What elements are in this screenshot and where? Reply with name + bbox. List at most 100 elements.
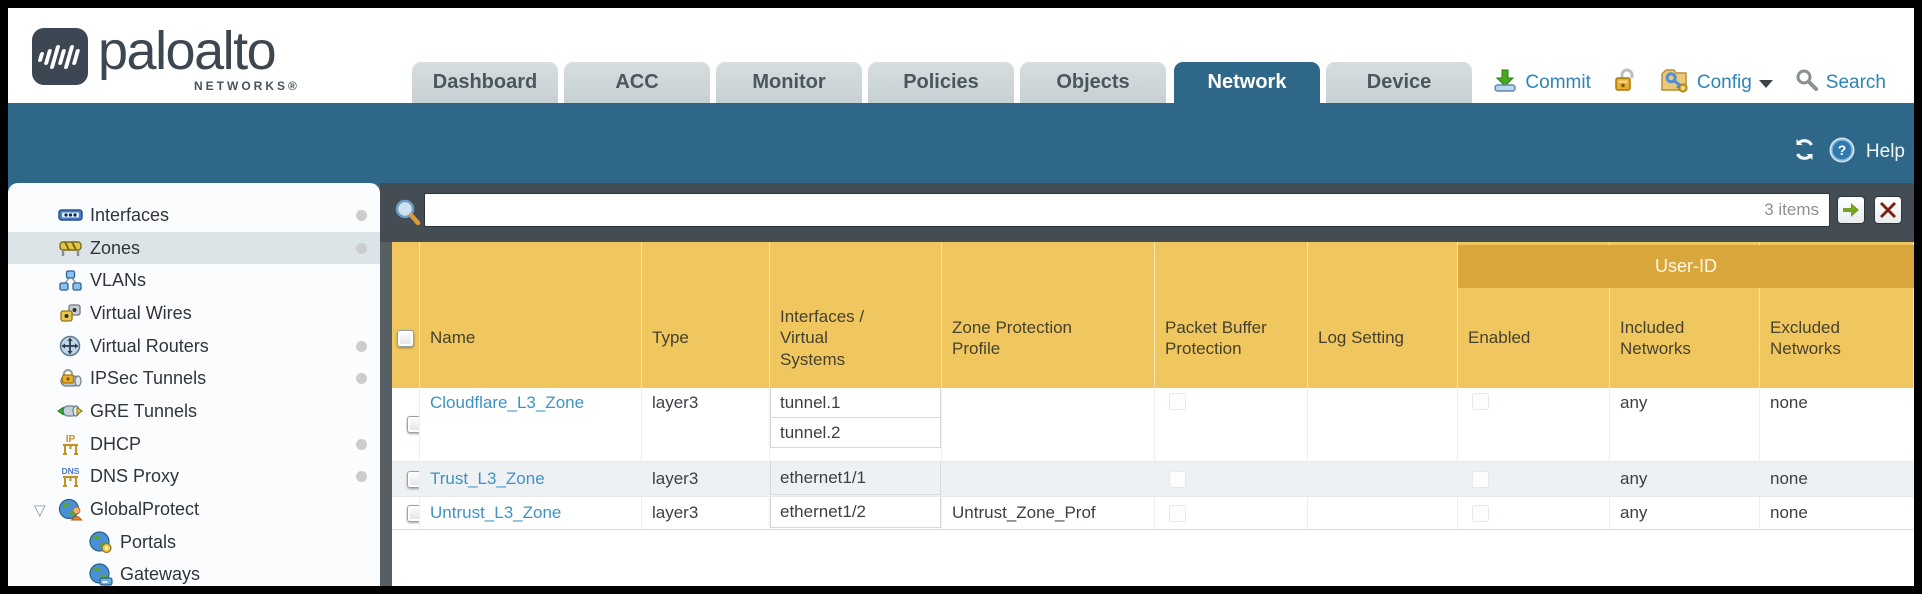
column-header-enabled[interactable]: Enabled — [1458, 242, 1610, 388]
sidebar-item-virtual-wires[interactable]: ▽ Virtual Wires — [8, 297, 380, 330]
brand-wordmark: paloalto — [98, 21, 277, 81]
zones-icon — [57, 235, 83, 261]
sidebar-item-zones[interactable]: ▽ Zones — [8, 231, 380, 265]
filter-input[interactable] — [424, 193, 1830, 227]
zone-name-link[interactable]: Untrust_L3_Zone — [430, 503, 562, 522]
column-header-included-networks[interactable]: Included Networks — [1610, 242, 1760, 388]
help-button[interactable]: Help — [1865, 141, 1905, 162]
sidebar-item-label: Gateways — [120, 564, 201, 585]
tab-objects[interactable]: Objects — [1020, 62, 1166, 103]
sidebar-item-label: DNS Proxy — [90, 466, 180, 487]
search-icon — [1795, 68, 1819, 97]
sidebar-list: ▽ Interfaces ▽ Zones ▽ VLANs ▽ Virtual W… — [8, 199, 380, 586]
packet-buffer-protection-checkbox[interactable] — [1169, 393, 1186, 410]
user-id-enabled-checkbox[interactable] — [1472, 504, 1489, 522]
sidebar-item-globalprotect[interactable]: ▽ GlobalProtect — [8, 493, 380, 526]
config-menu-button[interactable]: Config — [1696, 71, 1752, 93]
refresh-icon[interactable] — [1791, 136, 1818, 168]
lock-icon[interactable] — [1613, 67, 1638, 99]
virtual-routers-icon — [57, 333, 83, 359]
filter-toolbar — [380, 183, 1914, 242]
included-networks-cell: any — [1610, 388, 1760, 461]
column-header-interfaces[interactable]: Interfaces / Virtual Systems — [770, 242, 942, 388]
help-icon[interactable]: ? — [1828, 136, 1856, 169]
caret-down-icon[interactable] — [1758, 80, 1773, 88]
sidebar-item-gre-tunnels[interactable]: ▽ GRE Tunnels — [8, 395, 380, 428]
row-select-checkbox[interactable] — [407, 504, 419, 522]
portals-icon — [87, 529, 113, 555]
status-dot — [356, 438, 367, 450]
sidebar-item-vlans[interactable]: ▽ VLANs — [8, 264, 380, 297]
zone-name-link[interactable]: Cloudflare_L3_Zone — [430, 393, 585, 412]
column-header-packet-buffer-protection[interactable]: Packet Buffer Protection — [1155, 242, 1308, 388]
sidebar-item-label: DHCP — [90, 433, 142, 454]
sidebar-item-dhcp[interactable]: ▽ IP DHCP — [8, 428, 380, 461]
zone-type-cell: layer3 — [642, 388, 770, 461]
clear-filter-button[interactable] — [1874, 196, 1902, 224]
tab-acc[interactable]: ACC — [564, 62, 710, 103]
user-id-enabled-checkbox[interactable] — [1472, 470, 1489, 488]
column-header-excluded-networks[interactable]: Excluded Networks — [1760, 242, 1914, 388]
row-select-checkbox[interactable] — [407, 470, 419, 488]
sidebar-item-portals[interactable]: ▽ Portals — [8, 526, 380, 559]
excluded-networks-cell: none — [1770, 393, 1808, 412]
sidebar-item-label: Portals — [120, 531, 177, 552]
packet-buffer-protection-checkbox[interactable] — [1169, 470, 1186, 488]
interface-cell-tunnel-1: tunnel.1 — [770, 388, 941, 418]
globalprotect-icon — [57, 497, 83, 523]
zone-protection-profile-cell — [942, 388, 1155, 461]
teal-banner: ? Help — [8, 103, 1914, 198]
gre-tunnels-icon — [57, 398, 83, 424]
tab-network[interactable]: Network — [1174, 62, 1320, 103]
select-all-checkbox[interactable] — [397, 329, 414, 347]
zone-protection-profile-cell — [942, 462, 1155, 496]
svg-text:IP: IP — [65, 434, 75, 445]
column-header-name[interactable]: Name — [420, 242, 642, 388]
column-header-type[interactable]: Type — [642, 242, 770, 388]
sidebar-item-label: Interfaces — [90, 204, 170, 225]
sidebar-item-label: IPSec Tunnels — [90, 368, 207, 389]
column-header-log-setting[interactable]: Log Setting — [1308, 242, 1458, 388]
column-header-zone-protection-profile[interactable]: Zone Protection Profile — [942, 242, 1155, 388]
status-dot — [356, 340, 367, 352]
tab-dashboard[interactable]: Dashboard — [412, 62, 558, 103]
svg-text:DNS: DNS — [61, 466, 79, 476]
virtual-wires-icon — [57, 300, 83, 326]
log-setting-cell — [1308, 462, 1458, 496]
row-select-checkbox[interactable] — [407, 416, 419, 433]
tab-monitor[interactable]: Monitor — [716, 62, 862, 103]
zone-type-cell: layer3 — [642, 462, 770, 496]
status-dot — [356, 373, 367, 385]
filter-search-icon — [393, 198, 423, 233]
brand-sub-wordmark: NETWORKS® — [194, 79, 300, 93]
zone-name-link[interactable]: Trust_L3_Zone — [430, 469, 545, 488]
gateways-icon — [87, 562, 113, 586]
user-id-enabled-checkbox[interactable] — [1472, 393, 1489, 410]
header-utilities: Commit — [1492, 62, 1886, 103]
log-setting-cell — [1308, 497, 1458, 529]
tab-policies[interactable]: Policies — [868, 62, 1014, 103]
sidebar-item-label: Virtual Wires — [90, 302, 192, 323]
sidebar-item-gateways[interactable]: ▽ Gateways — [8, 559, 380, 586]
sidebar-item-label: GlobalProtect — [90, 499, 200, 520]
tab-device[interactable]: Device — [1326, 62, 1472, 103]
sidebar-item-dns-proxy[interactable]: ▽ DNS DNS Proxy — [8, 461, 380, 494]
sidebar-item-ipsec-tunnels[interactable]: ▽ IPSec Tunnels — [8, 362, 380, 395]
sidebar-item-interfaces[interactable]: ▽ Interfaces — [8, 199, 380, 232]
commit-button[interactable]: Commit — [1525, 71, 1591, 93]
zone-row-untrust-l3-zone: Untrust_L3_Zone layer3 ethernet1/2 Untru… — [392, 497, 1914, 530]
sidebar-item-virtual-routers[interactable]: ▽ Virtual Routers — [8, 330, 380, 363]
expander-down-icon[interactable]: ▽ — [34, 501, 46, 519]
zone-row-trust-l3-zone: Trust_L3_Zone layer3 ethernet1/1 any non… — [392, 462, 1914, 497]
dns-proxy-icon: DNS — [57, 464, 83, 490]
apply-filter-button[interactable] — [1837, 196, 1865, 224]
packet-buffer-protection-checkbox[interactable] — [1169, 504, 1186, 522]
vlans-icon — [57, 268, 83, 294]
global-search-button[interactable]: Search — [1825, 71, 1886, 93]
